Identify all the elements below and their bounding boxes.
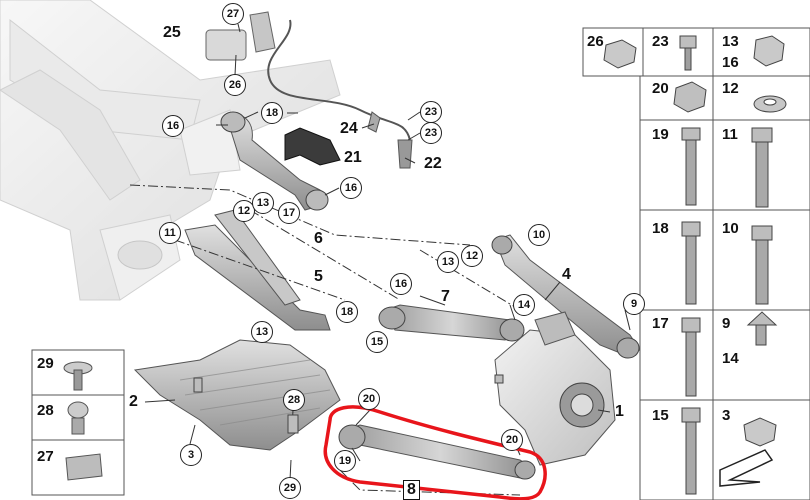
bracket-25 xyxy=(205,11,276,61)
panel-13: 13 xyxy=(722,33,739,50)
label-13c: 13 xyxy=(251,321,273,343)
label-8-highlighted: 8 xyxy=(403,480,420,500)
panel-16: 16 xyxy=(722,54,739,71)
panel-18: 18 xyxy=(652,220,669,237)
label-19: 19 xyxy=(334,450,356,472)
panel-17: 17 xyxy=(652,315,669,332)
label-12b: 12 xyxy=(461,245,483,267)
panel-11: 11 xyxy=(722,126,738,143)
label-7: 7 xyxy=(441,288,450,305)
label-27: 27 xyxy=(222,3,244,25)
label-14: 14 xyxy=(513,294,535,316)
label-18b: 18 xyxy=(336,301,358,323)
legend-29: 29 xyxy=(37,355,54,372)
label-16b: 16 xyxy=(340,177,362,199)
label-23b: 23 xyxy=(420,122,442,144)
subframe xyxy=(0,0,341,301)
panel-19: 19 xyxy=(652,126,669,143)
panel-9: 9 xyxy=(722,315,731,332)
panel-10: 10 xyxy=(722,220,739,237)
label-6: 6 xyxy=(314,230,323,247)
label-20a: 20 xyxy=(358,388,380,410)
legend-27: 27 xyxy=(37,448,54,465)
label-29: 29 xyxy=(279,477,301,499)
panel-20: 20 xyxy=(652,80,669,97)
label-20b: 20 xyxy=(501,429,523,451)
label-28: 28 xyxy=(283,389,305,411)
label-13b: 13 xyxy=(437,251,459,273)
label-21: 21 xyxy=(344,149,362,166)
panel-15: 15 xyxy=(652,407,669,424)
panel-23: 23 xyxy=(652,33,669,50)
label-2: 2 xyxy=(129,393,138,410)
legend-28: 28 xyxy=(37,402,54,419)
panel-3: 3 xyxy=(722,407,731,424)
label-18: 18 xyxy=(261,102,283,124)
label-4: 4 xyxy=(562,266,571,283)
label-1: 1 xyxy=(615,403,624,420)
highlight-outline xyxy=(323,405,547,500)
label-16c: 16 xyxy=(390,273,412,295)
label-16: 16 xyxy=(162,115,184,137)
label-22: 22 xyxy=(424,155,442,172)
label-11: 11 xyxy=(159,222,181,244)
label-9: 9 xyxy=(623,293,645,315)
side-legend xyxy=(31,349,125,496)
label-24: 24 xyxy=(340,120,358,137)
label-13: 13 xyxy=(252,192,274,214)
panel-26: 26 xyxy=(587,33,604,50)
panel-14: 14 xyxy=(722,350,739,367)
label-23a: 23 xyxy=(420,101,442,123)
label-5: 5 xyxy=(314,268,323,285)
label-25: 25 xyxy=(163,24,181,41)
label-15: 15 xyxy=(366,331,388,353)
label-3: 3 xyxy=(180,444,202,466)
label-10: 10 xyxy=(528,224,550,246)
panel-12: 12 xyxy=(722,80,739,97)
label-26: 26 xyxy=(224,74,246,96)
hardware xyxy=(603,35,787,495)
label-17: 17 xyxy=(278,202,300,224)
